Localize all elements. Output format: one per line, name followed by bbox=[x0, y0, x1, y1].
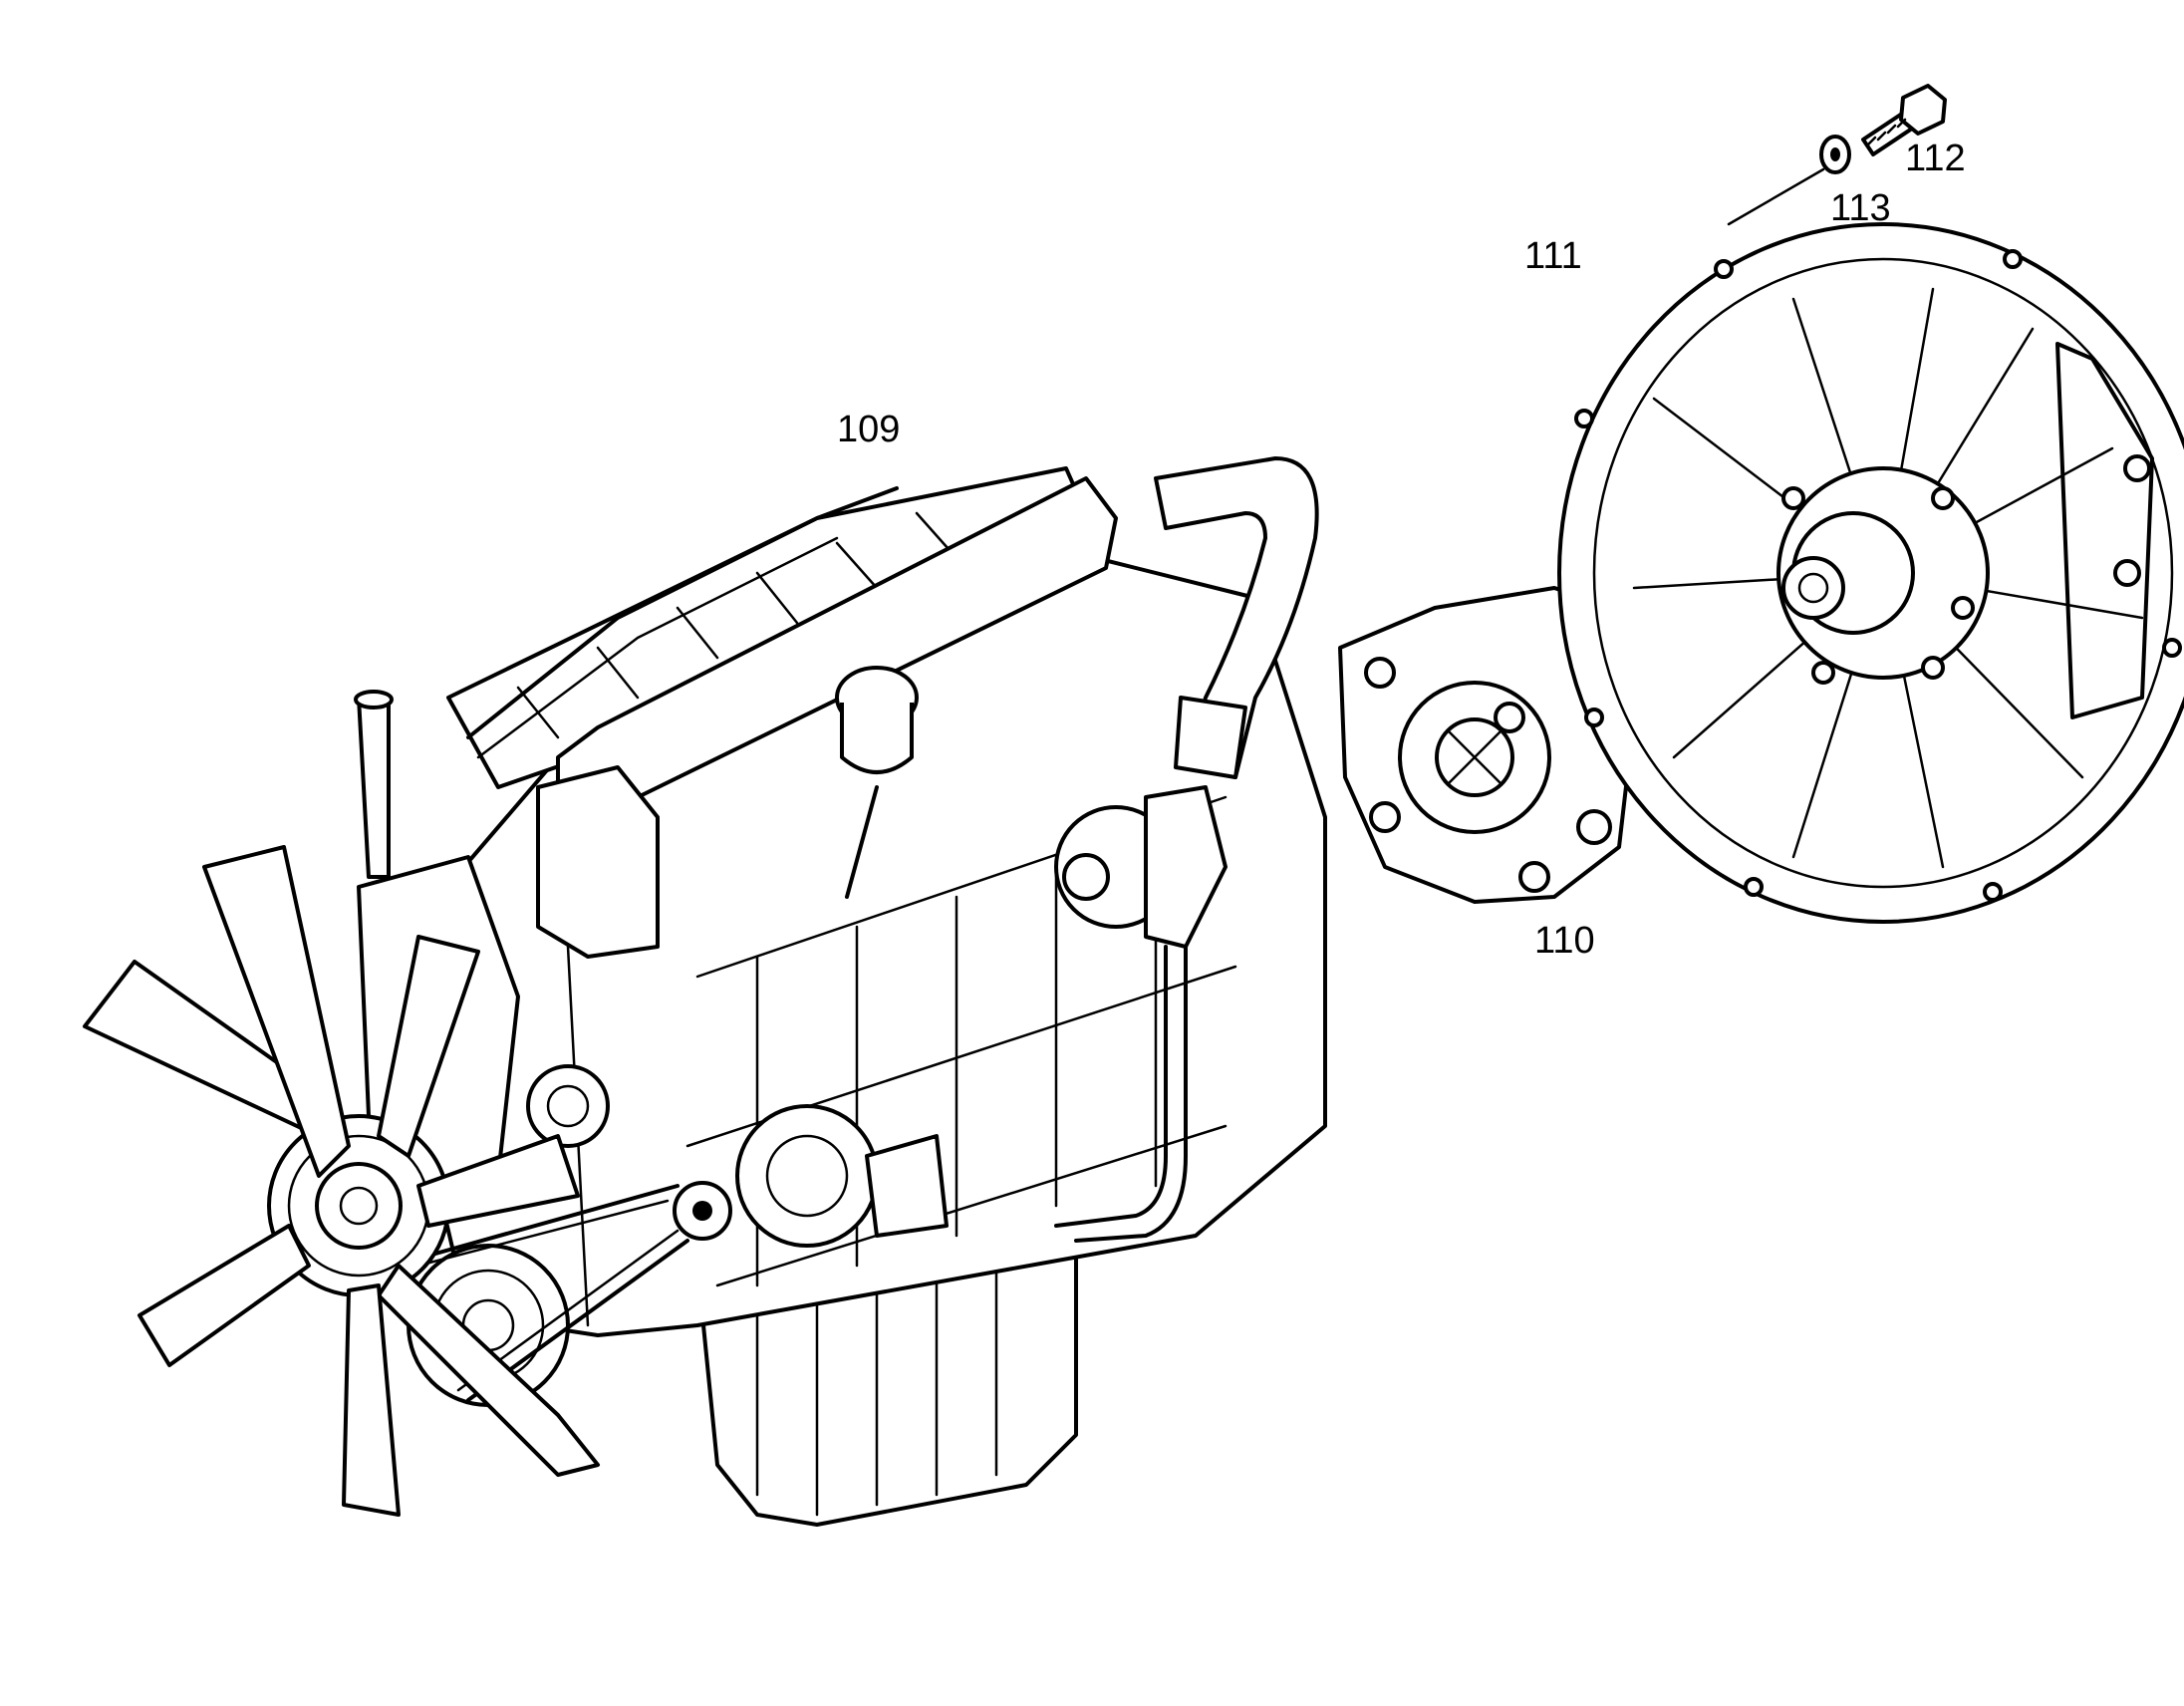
flywheel-housing bbox=[1557, 222, 2184, 924]
callout-109-engine: 109 bbox=[837, 409, 901, 450]
callout-110-coupling: 110 bbox=[1534, 920, 1595, 962]
callout-112-bolt: 112 bbox=[1905, 138, 1966, 179]
leader-line bbox=[1727, 167, 1825, 226]
flexible-coupling bbox=[1338, 586, 1636, 904]
callout-111-housing: 111 bbox=[1524, 235, 1582, 277]
callout-113-washer: 113 bbox=[1830, 187, 1891, 229]
washer bbox=[1819, 135, 1851, 174]
engine-assembly bbox=[83, 456, 1327, 1527]
hex-bolt bbox=[1861, 84, 1947, 156]
